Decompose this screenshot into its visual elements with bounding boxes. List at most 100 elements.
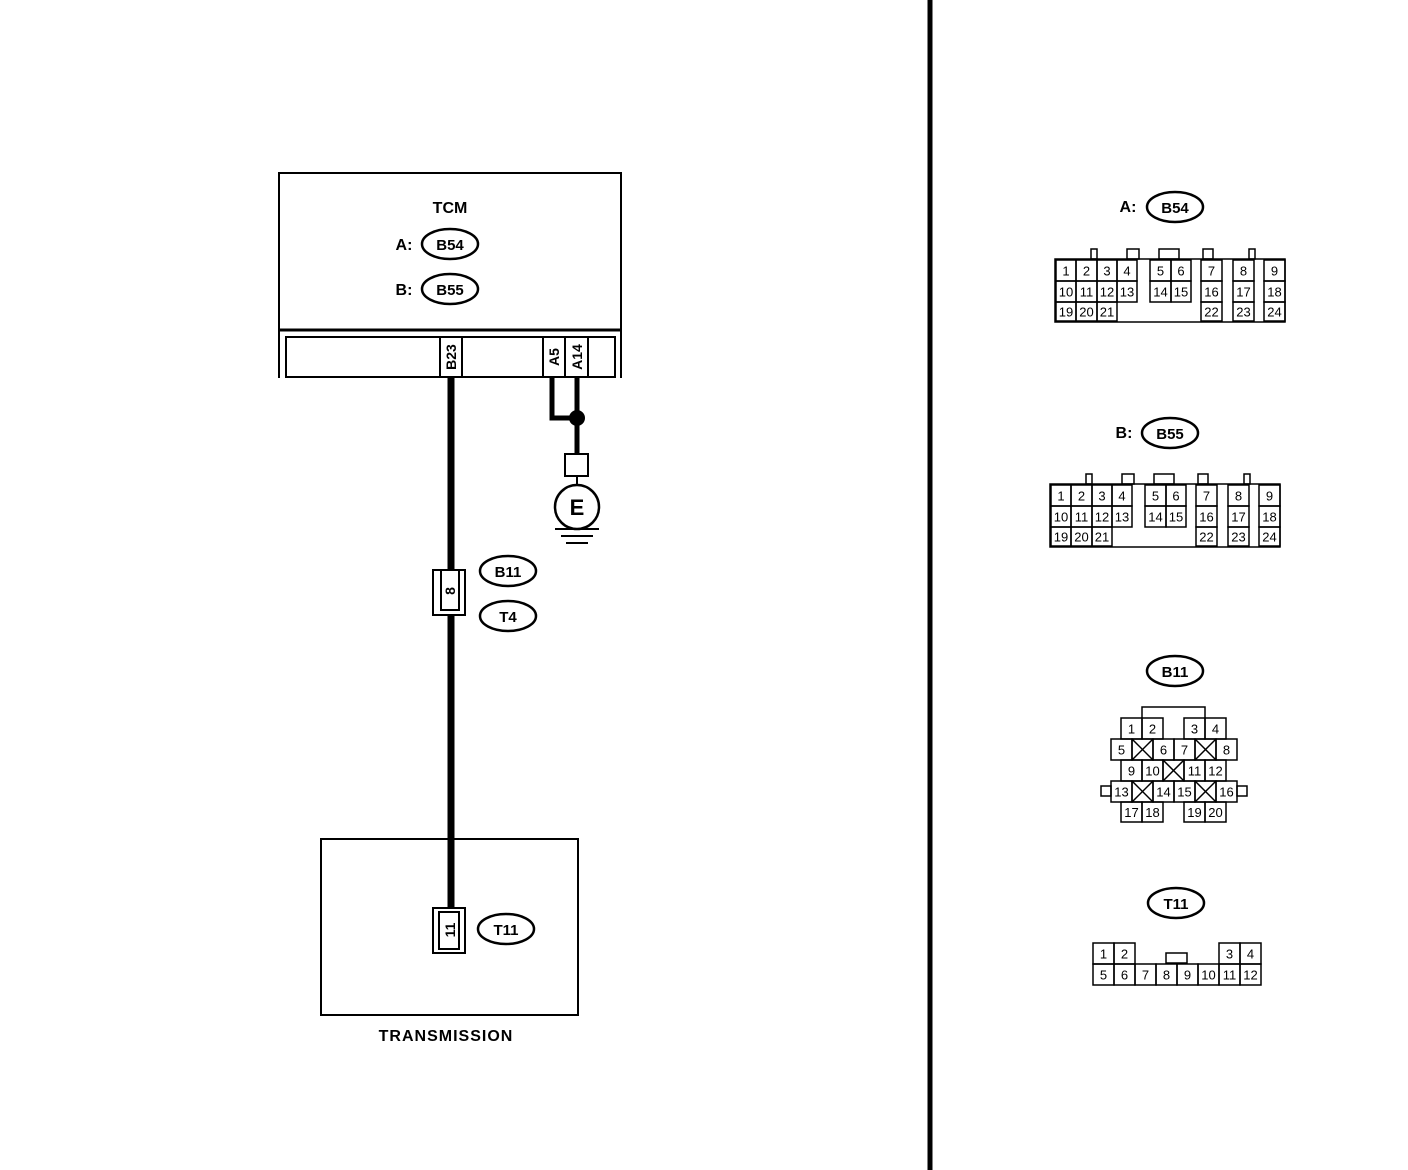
- pin-label: 19: [1054, 530, 1068, 545]
- pin-label: 14: [1148, 510, 1162, 525]
- pin-cell: [1232, 301, 1255, 322]
- pin-cell: [1116, 280, 1138, 303]
- pin-cell: [1111, 505, 1133, 528]
- pin-label: 6: [1177, 264, 1184, 279]
- terminal-a14-label: A14: [569, 344, 585, 370]
- pin-label: 2: [1083, 264, 1090, 279]
- pin-label: 1: [1128, 722, 1135, 737]
- b11-badge-text: B11: [495, 564, 522, 581]
- tcm-connector-a-prefix: A:: [396, 237, 413, 254]
- inline-connector-pin: 8: [442, 587, 458, 595]
- pin-label: 12: [1208, 764, 1222, 779]
- pin-label: 2: [1121, 947, 1128, 962]
- pin-label: 8: [1240, 264, 1247, 279]
- tcm-connector-b-badge: [420, 272, 480, 306]
- pin-label: 4: [1247, 947, 1254, 962]
- pin-cell: [1141, 801, 1164, 823]
- pin-label: 11: [1188, 764, 1202, 779]
- pin-label: 2: [1149, 722, 1156, 737]
- pin-label: 9: [1271, 264, 1278, 279]
- pin-label: 11: [1080, 285, 1094, 300]
- transmission-label: TRANSMISSION: [379, 1028, 514, 1045]
- pin-label: 9: [1266, 489, 1273, 504]
- pin-label: 12: [1095, 510, 1109, 525]
- pin-label: 1: [1062, 264, 1069, 279]
- tcm-unit: TCM A: B54 B: B55 B23 A5 A14: [278, 172, 622, 378]
- pin-label: 1: [1100, 947, 1107, 962]
- tcm-connector-b-prefix: B:: [396, 282, 413, 299]
- pin-label: 5: [1100, 968, 1107, 983]
- pin-label: 4: [1212, 722, 1219, 737]
- pin-label: 19: [1187, 805, 1201, 820]
- pin-label: 4: [1118, 489, 1125, 504]
- pin-label: 10: [1145, 764, 1159, 779]
- inline-connector-b11-t4: 8 B11 T4: [432, 554, 538, 633]
- b54-view-id: B54: [1161, 200, 1189, 217]
- pin-label: 22: [1204, 305, 1218, 320]
- t11-view-id: T11: [1163, 896, 1188, 913]
- b55-view-id: B55: [1156, 426, 1184, 443]
- b55-view-prefix: B:: [1116, 425, 1133, 442]
- pin-label: 24: [1262, 530, 1276, 545]
- pin-label: 8: [1235, 489, 1242, 504]
- pin-label: 7: [1181, 743, 1188, 758]
- terminal-b23-label: B23: [443, 344, 459, 370]
- pin-label: 21: [1100, 305, 1114, 320]
- pin-label: 18: [1262, 510, 1276, 525]
- b54-view-prefix: A:: [1120, 199, 1137, 216]
- pin-cell: [1165, 505, 1187, 528]
- pin-cell: [1258, 526, 1281, 547]
- t4-badge-text: T4: [499, 609, 517, 626]
- tcm-connector-a-id: B54: [436, 237, 464, 254]
- pin-label: 13: [1115, 510, 1129, 525]
- pin-label: 6: [1172, 489, 1179, 504]
- pin-label: 18: [1145, 805, 1159, 820]
- tcm-connector-a-badge: [420, 227, 480, 261]
- pin-label: 19: [1059, 305, 1073, 320]
- pin-cell: [1204, 801, 1227, 823]
- pin-label: 23: [1236, 305, 1250, 320]
- pin-label: 10: [1054, 510, 1068, 525]
- terminal-a5-label: A5: [546, 348, 562, 366]
- pin-label: 4: [1123, 264, 1130, 279]
- pin-label: 20: [1074, 530, 1088, 545]
- pin-label: 5: [1118, 743, 1125, 758]
- b11-badge: [478, 554, 538, 588]
- pin-label: 8: [1163, 968, 1170, 983]
- pin-label: 24: [1267, 305, 1281, 320]
- pin-label: 16: [1199, 510, 1213, 525]
- pin-label: 16: [1219, 785, 1233, 800]
- pin-label: 8: [1223, 743, 1230, 758]
- pin-label: 7: [1208, 264, 1215, 279]
- ground-circuit: E: [549, 377, 601, 544]
- pin-label: 5: [1157, 264, 1164, 279]
- pin-label: 10: [1201, 968, 1215, 983]
- pin-label: 7: [1142, 968, 1149, 983]
- pin-label: 17: [1236, 285, 1250, 300]
- pin-label: 13: [1114, 785, 1128, 800]
- pin-label: 23: [1231, 530, 1245, 545]
- b11-view-id: B11: [1162, 664, 1189, 681]
- pin-cell: [1096, 301, 1118, 322]
- pin-label: 14: [1156, 785, 1170, 800]
- pin-label: 22: [1199, 530, 1213, 545]
- pin-label: 3: [1098, 489, 1105, 504]
- t11-badge: [476, 912, 536, 946]
- pin-label: 9: [1128, 764, 1135, 779]
- pin-label: 13: [1120, 285, 1134, 300]
- pin-label: 3: [1191, 722, 1198, 737]
- pin-cell: [1200, 301, 1223, 322]
- ground-terminal: [564, 453, 589, 477]
- ground-label: E: [570, 495, 585, 520]
- pin-label: 11: [1075, 510, 1089, 525]
- transmission-pin: 11: [442, 922, 458, 937]
- t4-badge: [478, 599, 538, 633]
- splice-point: [569, 410, 585, 426]
- pin-label: 6: [1121, 968, 1128, 983]
- pin-label: 16: [1204, 285, 1218, 300]
- pin-label: 12: [1100, 285, 1114, 300]
